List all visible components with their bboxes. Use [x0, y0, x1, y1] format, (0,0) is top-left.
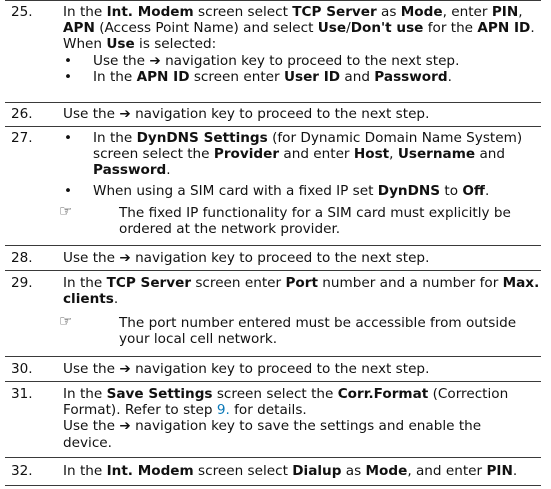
step-29: 29. In the TCP Server screen enter Port …: [5, 275, 541, 355]
bottom-rule: [5, 485, 541, 486]
bullet-icon: •: [64, 69, 73, 85]
text-line: clients.: [63, 291, 119, 307]
step-number: 29.: [11, 275, 33, 291]
step-number: 26.: [11, 106, 33, 122]
step-number: 32.: [11, 463, 33, 479]
divider: [5, 102, 541, 103]
text-line: In the Save Settings screen select the C…: [63, 386, 509, 402]
hand-pointing-icon: ☞: [59, 312, 73, 330]
bullet-icon: •: [64, 183, 73, 199]
divider: [5, 381, 541, 382]
text-line: In the TCP Server screen enter Port numb…: [63, 275, 540, 291]
bullet-item: • When using a SIM card with a fixed IP …: [64, 183, 490, 199]
step-27: 27. • In the DynDNS Settings (for Dynami…: [5, 130, 541, 242]
step-number: 30.: [11, 361, 33, 377]
bullet-item: • Use the ➔ navigation key to proceed to…: [64, 53, 460, 69]
divider: [5, 270, 541, 271]
divider: [5, 457, 541, 458]
top-rule: [5, 0, 541, 1]
text-line: When Use is selected:: [63, 36, 217, 52]
text-line: APN (Access Point Name) and select Use/D…: [63, 20, 535, 36]
arrow-right-icon: ➔: [119, 361, 131, 377]
arrow-right-icon: ➔: [119, 418, 131, 435]
step-reference-link[interactable]: 9.: [216, 402, 230, 419]
note: The fixed IP functionality for a SIM car…: [119, 205, 537, 237]
bullet-item: • In the DynDNS Settings (for Dynamic Do…: [63, 130, 541, 180]
text-line: Password.: [93, 162, 171, 179]
text-line: Use the ➔ navigation key to proceed to t…: [63, 361, 430, 377]
note-line: your local cell network.: [119, 331, 278, 348]
text-line: device.: [63, 434, 112, 451]
text-line: Format). Refer to step 9. for details.: [63, 402, 307, 419]
step-28: 28. Use the ➔ navigation key to proceed …: [5, 250, 541, 268]
step-body: In the Save Settings screen select the C…: [63, 386, 541, 451]
text-line: Use the ➔ navigation key to proceed to t…: [63, 250, 430, 266]
bullet-icon: •: [64, 130, 73, 146]
step-31: 31. In the Save Settings screen select t…: [5, 386, 541, 456]
text-line: Use the ➔ navigation key to save the set…: [63, 418, 482, 435]
step-number: 25.: [11, 4, 33, 20]
arrow-right-icon: ➔: [149, 53, 161, 69]
note-line: The port number entered must be accessib…: [119, 315, 517, 331]
divider: [5, 356, 541, 357]
arrow-right-icon: ➔: [119, 106, 131, 122]
text-line: screen select the Provider and enter Hos…: [93, 146, 506, 163]
step-32: 32. In the Int. Modem screen select Dial…: [5, 463, 541, 481]
text-line: In the DynDNS Settings (for Dynamic Doma…: [93, 130, 523, 146]
divider: [5, 126, 541, 127]
arrow-right-icon: ➔: [119, 250, 131, 266]
text-line: Use the ➔ navigation key to proceed to t…: [63, 106, 430, 122]
step-number: 31.: [11, 386, 33, 402]
note-line: ordered at the network provider.: [119, 221, 341, 238]
text-line: In the Int. Modem screen select TCP Serv…: [63, 4, 523, 20]
step-26: 26. Use the ➔ navigation key to proceed …: [5, 106, 541, 124]
bullet-icon: •: [64, 53, 73, 69]
step-number: 27.: [11, 130, 33, 146]
note-line: The fixed IP functionality for a SIM car…: [119, 205, 511, 221]
step-30: 30. Use the ➔ navigation key to proceed …: [5, 361, 541, 379]
text-line: In the Int. Modem screen select Dialup a…: [63, 463, 518, 479]
note: The port number entered must be accessib…: [119, 315, 537, 347]
step-25: 25. In the Int. Modem screen select TCP …: [5, 4, 541, 100]
step-number: 28.: [11, 250, 33, 266]
bullet-item: • In the APN ID screen enter User ID and…: [64, 69, 452, 85]
hand-pointing-icon: ☞: [59, 202, 73, 220]
divider: [5, 245, 541, 246]
